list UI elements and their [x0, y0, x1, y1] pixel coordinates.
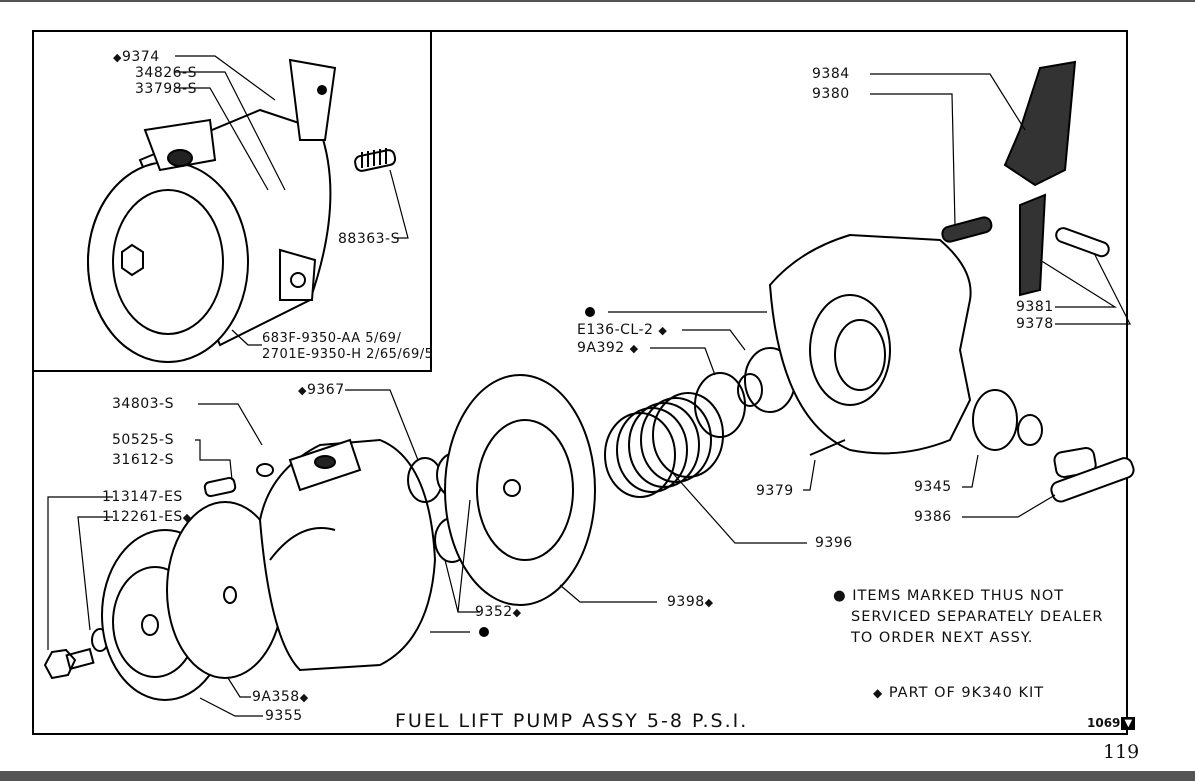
dot-icon: ●	[833, 588, 847, 604]
label-33798-s: 33798-S	[135, 81, 197, 97]
assembled-view-inset	[32, 30, 432, 372]
spring-9345-drawing	[972, 389, 1043, 451]
note-line-2: SERVICED SEPARATELY DEALER	[851, 609, 1104, 625]
spring-9380-drawing	[941, 216, 993, 243]
pin-9378-drawing	[1055, 227, 1110, 258]
figure-code: 1069▼	[1087, 716, 1136, 730]
not-serviced-note: ● ITEMS MARKED THUS NOT SERVICED SEPARAT…	[833, 586, 1104, 649]
label-88363-s: 88363-S	[338, 231, 400, 247]
diaphragm-9398-drawing	[444, 374, 596, 606]
label-9367: 9367	[298, 383, 345, 398]
label-assy-2701e: 2701E-9350-H 2/65/69/5	[262, 347, 434, 362]
diamond-icon: ◆	[873, 686, 884, 700]
triangle-down-icon: ▼	[1121, 717, 1136, 730]
label-113147-es: 113147-ES	[102, 489, 183, 505]
upper-body-drawing	[203, 438, 437, 672]
label-31612-s: 31612-S	[112, 452, 174, 468]
label-9396: 9396	[815, 535, 853, 551]
kit-note: ◆ PART OF 9K340 KIT	[873, 685, 1045, 701]
label-9384: 9384	[812, 66, 850, 82]
dot-marker	[585, 307, 595, 317]
label-34826-s: 34826-S	[135, 65, 197, 81]
bottom-border	[0, 771, 1195, 781]
label-9379: 9379	[756, 483, 794, 499]
diagram-frame	[32, 30, 1128, 735]
inset-leader-lines	[175, 55, 409, 346]
page-number: 119	[1103, 741, 1140, 763]
label-9381: 9381	[1016, 299, 1054, 315]
label-e136-cl-2: E136-CL-2 ◆	[577, 322, 668, 338]
lower-body-drawing	[768, 233, 972, 456]
label-9345: 9345	[914, 479, 952, 495]
label-9355: 9355	[265, 708, 303, 724]
seal-9A392-drawing	[694, 372, 746, 438]
label-9398: 9398◆	[667, 594, 714, 610]
label-9352: 9352◆	[475, 604, 522, 620]
label-9386: 9386	[914, 509, 952, 525]
primer-lever-9386-drawing	[1050, 446, 1135, 503]
assembled-pump-drawing	[87, 58, 397, 363]
label-112261-es: 112261-ES◆	[102, 509, 192, 525]
dot-marker	[479, 627, 489, 637]
cover-bolt-drawing	[43, 628, 109, 680]
link-9381-drawing	[1019, 193, 1047, 297]
note-line-1: ● ITEMS MARKED THUS NOT	[833, 588, 1065, 604]
label-9380: 9380	[812, 86, 850, 102]
label-9378: 9378	[1016, 316, 1054, 332]
label-9a392: 9A392 ◆	[577, 340, 639, 356]
spring-9396-drawing	[604, 392, 724, 498]
label-34803-s: 34803-S	[112, 396, 174, 412]
top-border	[0, 0, 1195, 2]
label-9374: 9374	[113, 50, 160, 65]
leader-lines	[47, 73, 1131, 717]
note-line-3: TO ORDER NEXT ASSY.	[851, 630, 1034, 646]
label-50525-s: 50525-S	[112, 432, 174, 448]
diagram-title: FUEL LIFT PUMP ASSY 5-8 P.S.I.	[395, 710, 749, 732]
label-9a358: 9A358◆	[252, 689, 309, 705]
label-assy-683f: 683F-9350-AA 5/69/	[262, 331, 402, 346]
lever-9384-drawing	[1003, 60, 1077, 187]
